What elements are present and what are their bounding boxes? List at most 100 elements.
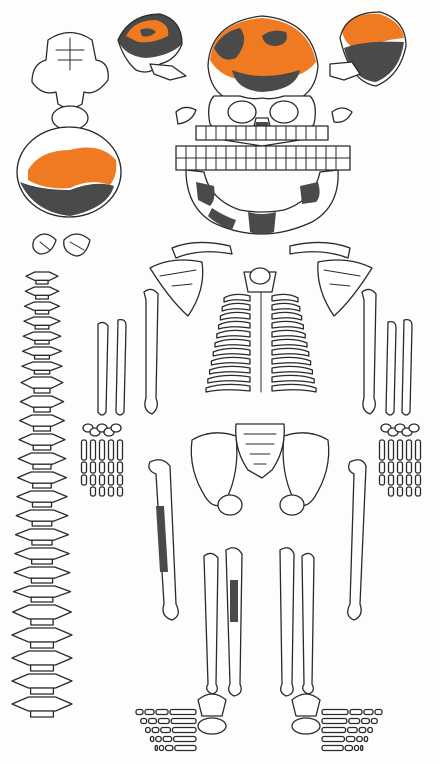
left-foot [136,694,226,751]
hand-phalanx [109,440,114,460]
hand-phalanx [91,462,96,473]
toe-phalanx [357,737,362,742]
temporal-fragments [33,234,90,256]
rib [224,294,250,302]
rib [217,330,250,338]
toe-phalanx [156,737,161,742]
toe-phalanx [364,737,367,742]
hand-phalanx [109,462,114,473]
rib [208,375,250,383]
hand-phalanx [398,462,403,473]
right-arm [362,289,412,415]
rib [272,303,300,311]
clavicles [172,242,350,258]
frontal-cranial-fragment [208,16,318,100]
hand-phalanx [407,462,412,473]
hand-phalanx [380,475,385,485]
vertebra [25,287,58,299]
hand-phalanx [100,462,105,473]
hand-phalanx [82,462,87,473]
right-lower-leg [280,548,314,696]
talus [198,694,226,716]
hand-phalanx [82,475,87,485]
calcaneus [198,718,226,734]
toe-phalanx [175,746,196,751]
hand-phalanx [398,487,403,496]
toe-phalanx [345,746,352,751]
rib [272,384,316,392]
hand-phalanx [118,475,123,485]
hand-phalanx [407,487,412,496]
toe-phalanx [170,710,196,715]
hand-phalanx [398,440,403,460]
toe-phalanx [375,710,382,715]
left-radius [98,322,108,415]
toe-phalanx [322,746,343,751]
toe-phalanx [350,710,362,715]
carpal [111,424,121,432]
toe-phalanx [174,737,196,742]
toe-phalanx [349,719,360,724]
toe-phalanx [354,746,358,751]
rib [272,375,314,383]
toe-phalanx [156,710,168,715]
facial-skeleton [176,96,352,170]
rib [272,312,302,320]
vertebra [19,434,65,450]
hand-phalanx [416,475,421,485]
hand-phalanx [100,487,105,496]
toe-phalanx [371,719,377,724]
rib [272,330,305,338]
vertebra [15,548,69,564]
toe-phalanx [322,719,347,724]
hand-phalanx [100,475,105,485]
toe-phalanx [361,746,363,751]
vertebra [20,396,63,412]
rib [210,366,250,374]
hand-phalanx [389,462,394,473]
right-ulna [402,320,412,415]
left-humerus [144,289,158,414]
left-parietal-fragment [118,14,186,80]
rib [272,294,298,302]
rib-cage [206,292,316,392]
hand-phalanx [389,440,394,460]
toe-phalanx [145,710,154,715]
rib [215,339,250,347]
toe-phalanx [150,737,153,742]
hand-phalanx [389,487,394,496]
vertebra [13,586,70,602]
toe-phalanx [146,728,151,733]
vertebra [23,347,62,359]
left-lower-leg [204,548,242,696]
vertebra [26,272,58,284]
toe-phalanx [159,746,163,751]
sternum [244,268,276,292]
vertebral-column [12,272,72,717]
toe-phalanx [172,728,196,733]
toe-phalanx [346,737,354,742]
right-tibia [280,548,294,696]
vertebra [17,491,67,507]
vertebra [18,472,67,488]
toe-phalanx [322,728,346,733]
right-humerus [362,289,376,414]
left-ulna [116,320,126,415]
hand-phalanx [416,487,421,496]
toe-phalanx [136,710,143,715]
hand-phalanx [109,487,114,496]
toe-phalanx [359,728,366,733]
rib [272,321,303,329]
vertebra [13,605,72,625]
hand-phalanx [91,475,96,485]
sacrum [236,424,285,478]
hand-phalanx [416,462,421,473]
toe-phalanx [149,719,157,724]
vertebra [14,567,70,583]
vertebra [20,415,65,431]
rib [272,366,312,374]
toe-phalanx [364,710,373,715]
toe-phalanx [368,728,373,733]
talus [292,694,320,716]
